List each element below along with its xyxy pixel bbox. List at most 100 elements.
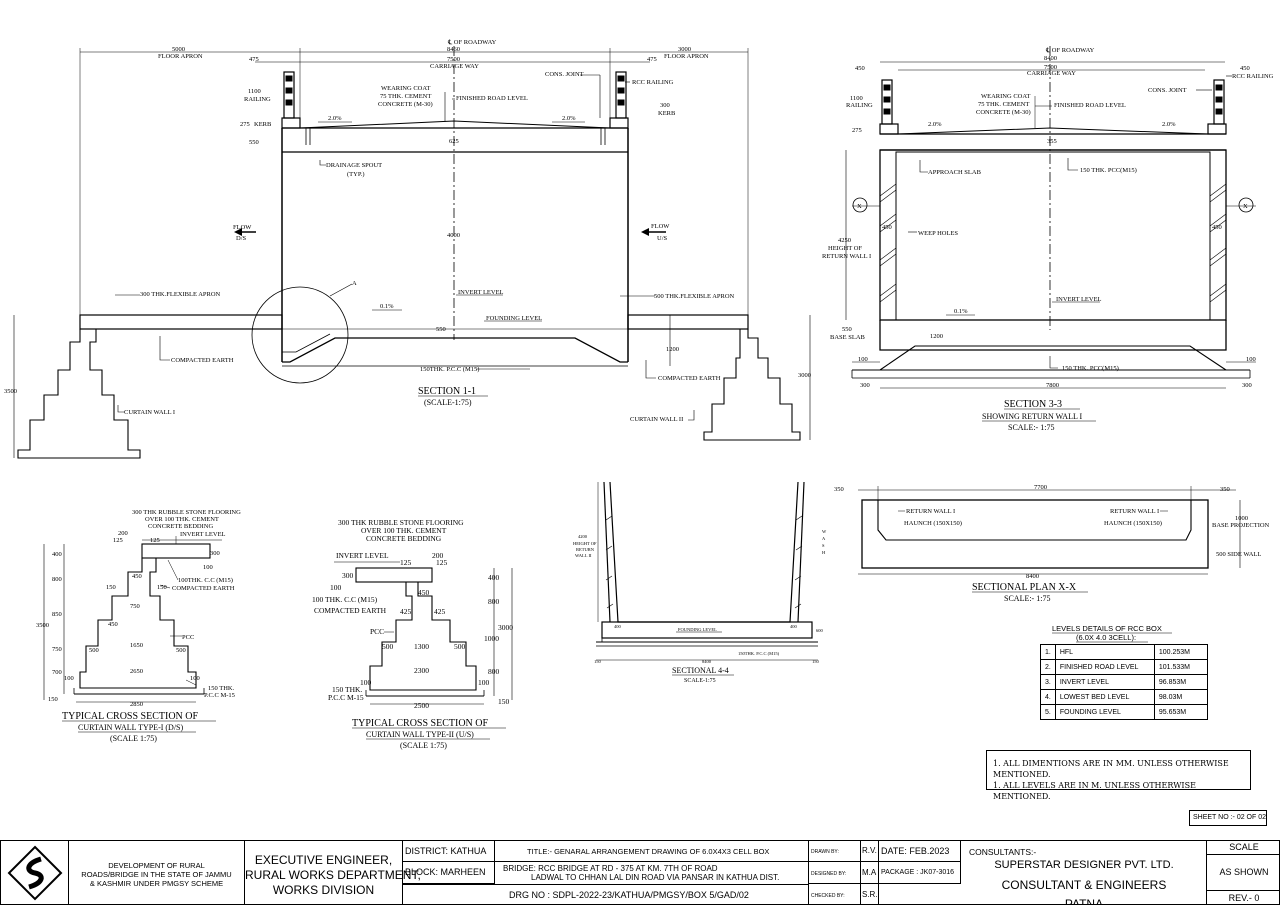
invert-level-label: INVERT LEVEL: [180, 531, 226, 538]
finished-road-level-label: FINISHED ROAD LEVEL: [456, 95, 528, 102]
weep-holes-label: WEEP HOLES: [918, 230, 958, 237]
flow-label: FLOW: [651, 223, 670, 230]
consultant-block: CONSULTANTS:- SUPERSTAR DESIGNER PVT. LT…: [961, 841, 1207, 905]
dim-3500: 3500: [36, 622, 49, 629]
dim-300: 300: [860, 382, 870, 389]
dim-400: 400: [488, 573, 500, 582]
dim-800: 800: [488, 597, 500, 606]
haunch-label: HAUNCH (150X150): [1104, 520, 1162, 527]
scale-label: SCALE: [1207, 841, 1279, 855]
engineer-line: RURAL WORKS DEPARTMENT,: [245, 868, 421, 882]
railing-label: RAILING: [244, 96, 271, 103]
dim-150: 150: [812, 659, 820, 664]
plan-x-x-title: SECTIONAL PLAN X-X: [972, 582, 1077, 593]
dim-3000: 3000: [798, 372, 811, 379]
dim-300: 300: [1242, 382, 1252, 389]
height-label: RETURN: [576, 547, 595, 552]
flooring-label: CONCRETE BEDDING: [148, 523, 213, 530]
dim-1650: 1650: [130, 642, 143, 649]
wearing-coat-label: WEARING COAT: [981, 93, 1030, 100]
section-marker-x: X: [857, 203, 862, 210]
dim-1100: 1100: [248, 88, 261, 95]
dim-2300: 2300: [414, 666, 429, 675]
dim-450: 450: [108, 621, 118, 628]
level-name: INVERT LEVEL: [1054, 674, 1155, 690]
section-4-4: [596, 481, 818, 661]
cons-joint-label: CONS. JOINT: [545, 71, 584, 78]
dim-425: 425: [434, 607, 446, 616]
sheet-number: SHEET NO :- 02 OF 02: [1189, 810, 1267, 826]
dim-750: 750: [52, 646, 62, 653]
dim-400: 400: [614, 624, 622, 629]
dim-425: 425: [400, 607, 412, 616]
level-name: FOUNDING LEVEL: [1054, 704, 1155, 720]
level-value: 95.653M: [1153, 704, 1208, 720]
pcc-label: 150THK. P.C.C (M15): [738, 651, 780, 656]
dim-8400: 8400: [702, 659, 712, 664]
logo: [1, 841, 69, 904]
dim-200: 200: [118, 530, 128, 537]
side-label-s: S: [822, 543, 825, 548]
flow-direction-label: U/S: [657, 235, 668, 242]
railing-label: RAILING: [846, 102, 873, 109]
dim-800: 800: [52, 576, 62, 583]
client-line: & KASHMIR UNDER PMGSY SCHEME: [89, 879, 224, 888]
client-line: DEVELOPMENT OF RURAL: [108, 861, 205, 870]
roadway-cl-label: ℄ OF ROADWAY: [447, 39, 497, 46]
wearing-coat-label: CONCRETE (M-30): [378, 101, 433, 108]
section-4-4-text: 4200 HEIGHT OF RETURN WALL II 400 FOUNDI…: [573, 529, 827, 684]
dim-500: 500: [382, 642, 394, 651]
row-number: 5.: [1040, 704, 1056, 720]
checked-by: S.R.: [862, 890, 878, 899]
checked-by-label: CHECKED BY:: [811, 893, 845, 899]
section-marker-x: X: [1243, 203, 1248, 210]
dim-100: 100: [478, 678, 490, 687]
dim-550: 550: [842, 326, 852, 333]
dim-450: 450: [1212, 224, 1222, 231]
dim-5000: 5000: [172, 46, 185, 53]
pcc-label: P.C.C M-15: [204, 692, 235, 699]
curtain-wall-type-2-text: 300 THK RUBBLE STONE FLOORING OVER 100 T…: [312, 518, 513, 750]
section-1-1-scale: (SCALE-1:75): [424, 398, 472, 407]
curtain-type-2-title: TYPICAL CROSS SECTION OF: [352, 718, 488, 729]
dim-550: 550: [249, 139, 259, 146]
pcc-label: P.C.C M-15: [328, 693, 364, 702]
cons-joint-label: CONS. JOINT: [1148, 87, 1187, 94]
carriage-way-label: CARRIAGE WAY: [1027, 70, 1076, 77]
dim-300: 300: [660, 102, 670, 109]
designed-by: M.A: [861, 862, 878, 884]
dim-500: 500: [89, 647, 99, 654]
dim-100: 100: [203, 564, 213, 571]
consultant-city: PATNA: [1064, 897, 1104, 905]
dim-150: 150: [48, 696, 58, 703]
section-3-3-title: SECTION 3-3: [1004, 399, 1062, 410]
dim-355: 355: [1047, 138, 1057, 145]
dim-400: 400: [790, 624, 798, 629]
drawn-by: R.V.: [861, 841, 878, 862]
height-label: HEIGHT OF: [573, 541, 597, 546]
dim-150: 150: [106, 584, 116, 591]
engineer-line: WORKS DIVISION: [272, 883, 375, 897]
dim-1200: 1200: [666, 346, 679, 353]
level-name: FINISHED ROAD LEVEL: [1054, 659, 1155, 675]
dim-450: 450: [882, 224, 892, 231]
note-line: 1. ALL DIMENTIONS ARE IN MM. UNLESS OTHE…: [993, 759, 1229, 779]
dim-2650: 2650: [130, 668, 143, 675]
client-line: ROADS/BRIDGE IN THE STATE OF JAMMU: [81, 870, 232, 879]
dim-500: 500: [176, 647, 186, 654]
dim-500: 500: [454, 642, 466, 651]
level-value: 98.03M: [1153, 689, 1208, 705]
dim-550: 550: [436, 326, 446, 333]
dim-2500: 2500: [414, 701, 429, 710]
dim-750: 750: [130, 603, 140, 610]
title-block: DEVELOPMENT OF RURAL ROADS/BRIDGE IN THE…: [0, 840, 1280, 905]
flooring-label: 300 THK RUBBLE STONE FLOORING: [132, 509, 241, 516]
curtain-type-1-subtitle: CURTAIN WALL TYPE-I (D/S): [78, 723, 184, 732]
dim-100: 100: [1246, 356, 1256, 363]
curtain-type-1-scale: (SCALE 1:75): [110, 734, 157, 743]
dim-4200: 4200: [578, 534, 588, 539]
dim-475: 475: [647, 56, 657, 63]
floor-apron-label: FLOOR APRON: [158, 53, 203, 60]
typ-label: (TYP.): [347, 171, 365, 178]
